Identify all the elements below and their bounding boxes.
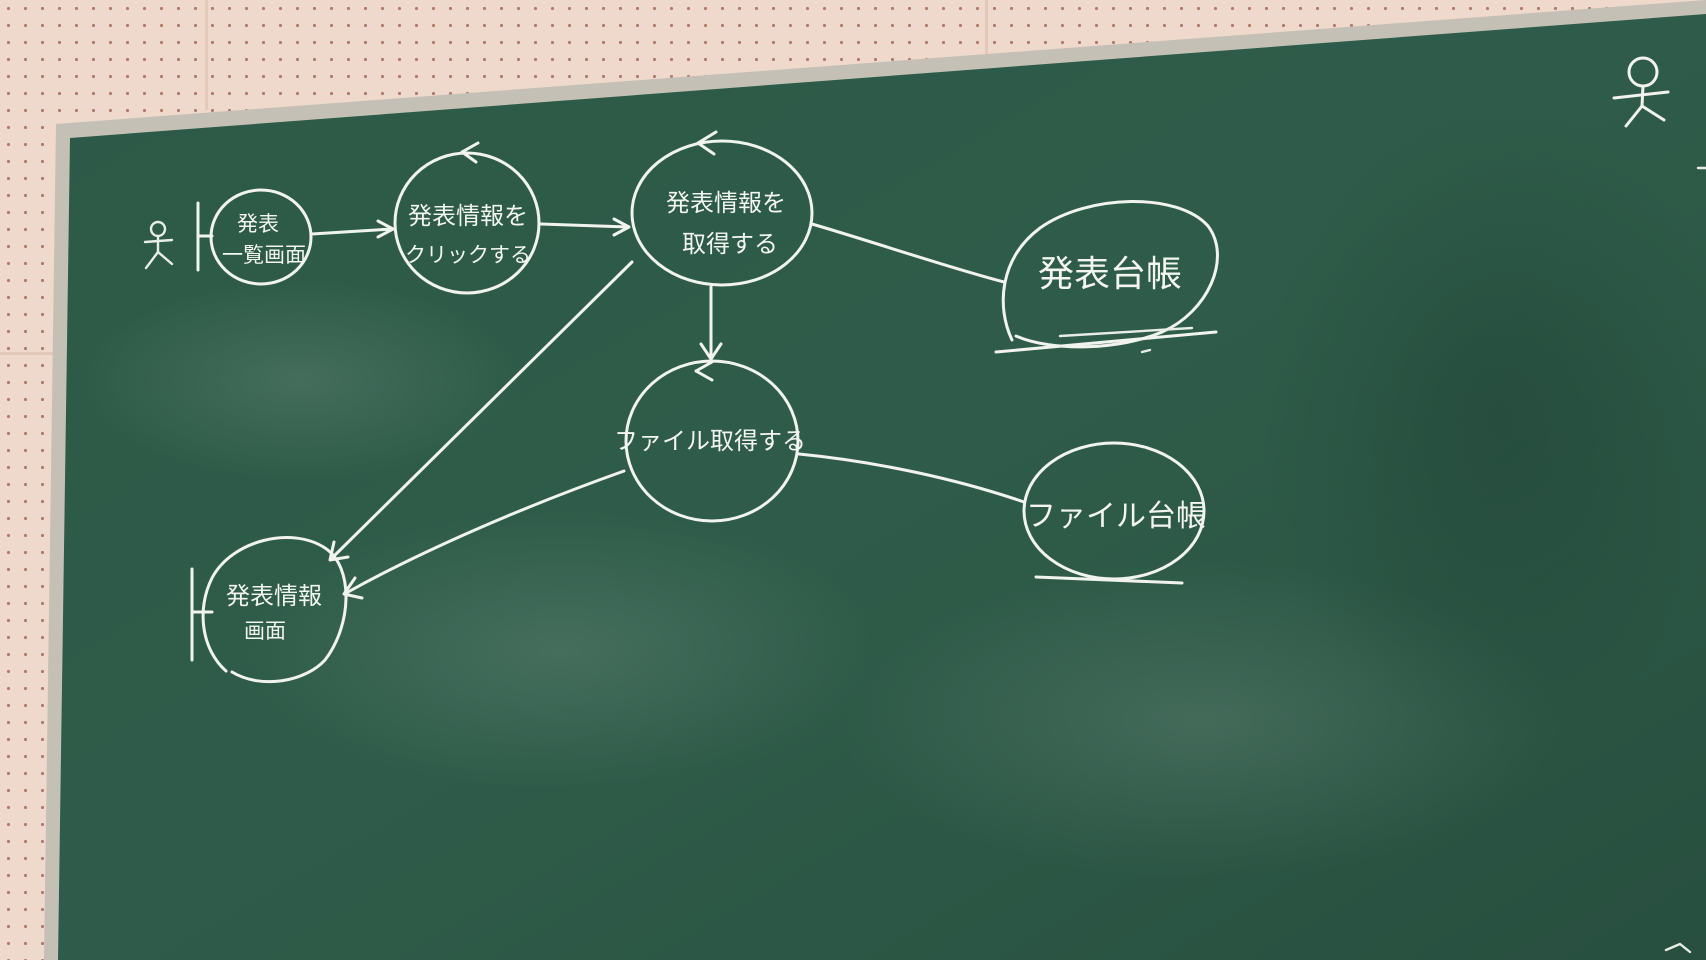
info-screen-label-line1: 発表情報 bbox=[226, 582, 322, 610]
chalk-smudge bbox=[80, 280, 520, 480]
list-screen-label-line1: 発表 bbox=[237, 212, 279, 236]
wall-panel-seam bbox=[205, 0, 208, 110]
control-get-file: ファイル取得する bbox=[614, 359, 806, 523]
list-screen-label-line2: 一覧画面 bbox=[222, 243, 306, 267]
wall-panel-seam bbox=[0, 352, 56, 355]
chalk-mark bbox=[1664, 942, 1692, 954]
chalk-mark bbox=[1140, 348, 1152, 354]
chalk-smudge bbox=[240, 510, 880, 790]
boundary-list-screen: 発表 一覧画面 bbox=[196, 188, 313, 286]
control-get-info: 発表情報を 取得する bbox=[630, 130, 814, 287]
click-info-label-line1: 発表情報を bbox=[408, 202, 528, 230]
info-screen-label-line2: 画面 bbox=[244, 619, 286, 643]
arrow-getfile-to-info-screen bbox=[342, 469, 626, 600]
wall-panel-seam bbox=[985, 0, 988, 60]
arrow-getinfo-to-info-screen bbox=[328, 260, 634, 562]
boundary-info-screen: 発表情報 画面 bbox=[190, 536, 348, 684]
arrow-list-to-click bbox=[310, 219, 395, 239]
entity-file-ledger: ファイル台帳 bbox=[1022, 441, 1206, 585]
entity-presentation-ledger: 発表台帳 bbox=[994, 200, 1219, 354]
line-getinfo-to-presentation-ledger bbox=[810, 222, 1006, 284]
line-getfile-to-file-ledger bbox=[797, 452, 1026, 504]
file-ledger-label: ファイル台帳 bbox=[1026, 499, 1206, 534]
arrow-click-to-getinfo bbox=[539, 217, 631, 237]
get-file-label: ファイル取得する bbox=[614, 427, 806, 455]
chalk-smudge bbox=[1260, 100, 1706, 740]
actor-stick-figure-icon bbox=[143, 220, 174, 270]
control-click-info: 発表情報を クリックする bbox=[393, 141, 541, 295]
actor-stick-figure-icon bbox=[1612, 56, 1670, 128]
get-info-label-line2: 取得する bbox=[682, 230, 778, 258]
arrow-getinfo-to-getfile bbox=[699, 285, 723, 361]
get-info-label-line1: 発表情報を bbox=[666, 189, 786, 217]
click-info-label-line2: クリックする bbox=[405, 243, 531, 267]
presentation-ledger-label: 発表台帳 bbox=[1038, 254, 1182, 295]
